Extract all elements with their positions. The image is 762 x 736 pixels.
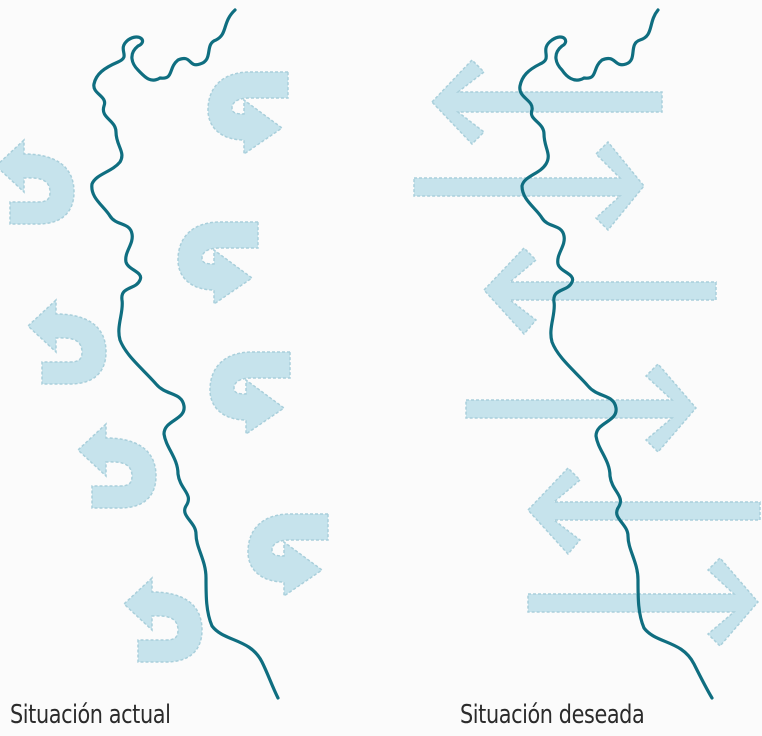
- uturn-arrow-icon: [207, 71, 289, 155]
- river-line: [518, 8, 714, 700]
- arrow-left-icon: [482, 246, 717, 336]
- uturn-arrow-icon: [77, 423, 157, 509]
- uturn-arrow-icon: [27, 299, 107, 385]
- river-line: [90, 8, 280, 700]
- uturn-arrow-icon: [0, 139, 75, 225]
- caption-actual: Situación actual: [10, 700, 171, 730]
- diagram: [0, 8, 761, 700]
- arrow-right-icon: [413, 140, 645, 232]
- uturn-arrow-icon: [247, 513, 329, 597]
- arrow-left-icon: [526, 466, 761, 556]
- arrow-right-icon: [465, 362, 697, 454]
- uturn-arrow-icon: [209, 351, 291, 435]
- arrow-left-icon: [430, 58, 663, 146]
- uturn-arrow-icon: [177, 221, 259, 305]
- panel-deseada: [413, 8, 761, 700]
- panel-actual: [0, 8, 329, 700]
- arrow-right-icon: [527, 556, 759, 648]
- caption-deseada: Situación deseada: [460, 700, 645, 730]
- uturn-arrow-icon: [123, 577, 203, 663]
